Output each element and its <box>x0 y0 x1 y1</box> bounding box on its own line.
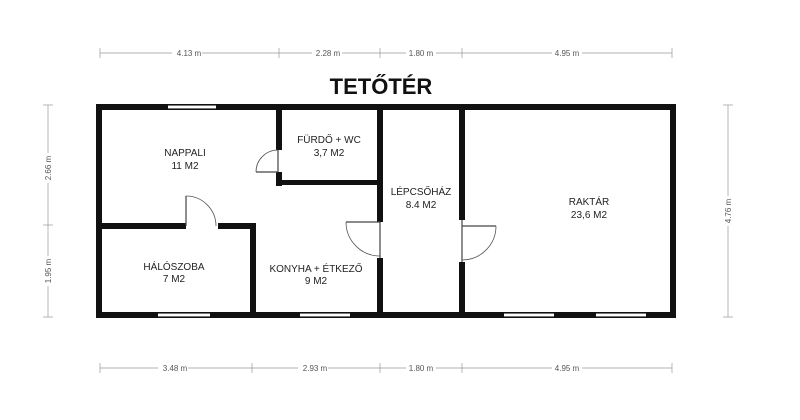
room-area-furdo: 3,7 M2 <box>314 148 345 159</box>
wall-bedroom-top-right <box>218 223 256 229</box>
wall-bath-left-lower <box>276 172 282 186</box>
room-area-konyha: 9 M2 <box>305 276 328 287</box>
top-dim-2: 2.28 m <box>316 49 341 58</box>
left-dim-1: 2.66 m <box>44 155 53 180</box>
right-dimension-line: 4.76 m <box>723 104 733 318</box>
wall-bath-left-upper <box>276 104 282 150</box>
room-area-haloszoba: 7 M2 <box>163 274 186 285</box>
top-dim-3: 1.80 m <box>409 49 434 58</box>
top-dim-4: 4.95 m <box>555 49 580 58</box>
room-name-furdo: FÜRDŐ + WC <box>297 132 361 146</box>
room-name-haloszoba: HÁLÓSZOBA <box>143 260 204 273</box>
wall-bath-bottom <box>276 180 380 185</box>
door-storage-icon <box>461 220 497 262</box>
right-dim-1: 4.76 m <box>724 198 733 223</box>
walls <box>96 104 676 318</box>
bottom-dimension-line: 3.48 m 2.93 m 1.80 m 4.95 m <box>99 363 673 373</box>
bottom-dim-2: 2.93 m <box>303 364 328 373</box>
top-dim-1: 4.13 m <box>177 49 202 58</box>
door-bathroom-icon <box>255 149 279 173</box>
plan-title: TETŐTÉR <box>330 74 433 99</box>
room-labels: NAPPALI 11 M2 FÜRDŐ + WC 3,7 M2 LÉPCSŐHÁ… <box>143 132 609 287</box>
top-dimension-line: 4.13 m 2.28 m 1.80 m 4.95 m <box>99 48 673 58</box>
wall-stair-right-upper <box>459 104 465 220</box>
window-living-top <box>168 105 216 109</box>
wall-top <box>96 104 676 110</box>
windows <box>158 105 646 317</box>
room-area-nappali: 11 M2 <box>171 161 198 172</box>
window-storage-bottom-2 <box>596 313 646 317</box>
wall-bedroom-top-left <box>96 223 186 229</box>
bottom-dim-4: 4.95 m <box>555 364 580 373</box>
left-dimension-line: 2.66 m 1.95 m <box>43 104 53 318</box>
room-area-raktar: 23,6 M2 <box>571 210 608 221</box>
wall-right <box>670 104 676 318</box>
door-bedroom-icon <box>185 195 217 227</box>
bottom-dim-3: 1.80 m <box>409 364 434 373</box>
room-name-konyha: KONYHA + ÉTKEZŐ <box>269 261 362 275</box>
wall-bottom <box>96 312 676 318</box>
wall-left <box>96 104 102 318</box>
door-kitchen-stair-icon <box>345 221 381 258</box>
room-name-nappali: NAPPALI <box>164 148 206 159</box>
wall-stair-right-lower <box>459 262 465 318</box>
room-area-lepcsohaz: 8.4 M2 <box>406 200 437 211</box>
doors <box>185 149 497 262</box>
window-storage-bottom-1 <box>504 313 554 317</box>
wall-stair-left-upper <box>377 104 383 222</box>
bottom-dim-1: 3.48 m <box>163 364 188 373</box>
room-name-raktar: RAKTÁR <box>569 195 610 208</box>
window-kitchen-bottom <box>300 313 350 317</box>
left-dim-2: 1.95 m <box>44 258 53 283</box>
room-name-lepcsohaz: LÉPCSŐHÁZ <box>391 184 452 198</box>
wall-stair-left-lower <box>377 258 383 318</box>
window-bedroom-bottom <box>158 313 210 317</box>
wall-bedroom-right <box>250 223 256 318</box>
